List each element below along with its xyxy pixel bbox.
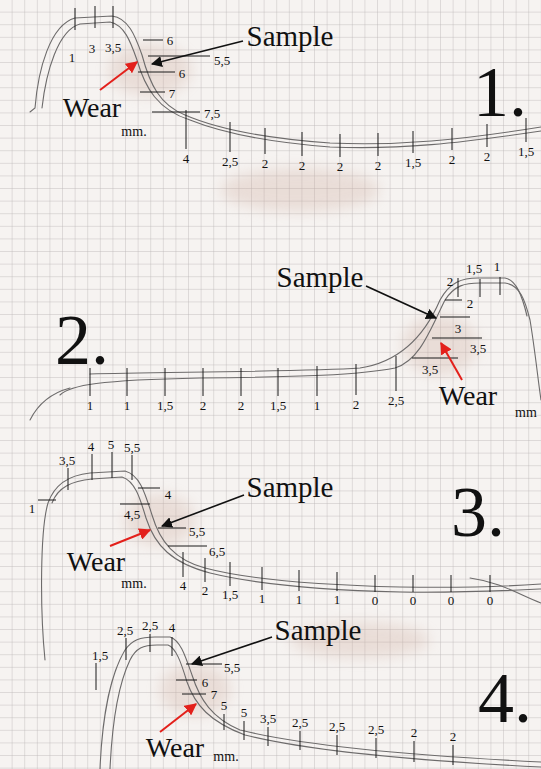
dimension-number: 6,5 [209,545,225,558]
callout-label: Sample [277,263,364,292]
dimension-number: 2,5 [329,720,345,733]
callout-label: Wear [67,548,125,576]
dimension-number: 2,5 [388,394,404,407]
panel-number: 4. [478,662,532,734]
dimension-number: 2 [238,399,245,412]
dimension-number: 0 [372,594,379,607]
dimension-number: 4,5 [124,508,140,521]
unit-label: mm [515,406,537,420]
panel-number: 3. [451,476,505,548]
dimension-number: 4 [88,440,95,453]
dimension-number: 6 [167,34,174,47]
unit-label: mm. [121,577,146,591]
dimension-number: 1,5 [518,145,534,158]
dimension-number: 5,5 [214,54,230,67]
dimension-number: 2 [202,584,209,597]
dimension-number: 2,5 [292,716,308,729]
dimension-number: 0 [410,594,417,607]
dimension-number: 2 [484,150,491,163]
dimension-number: 5 [241,706,248,719]
dimension-number: 2,5 [142,619,158,632]
dimension-number: 1 [124,399,131,412]
dimension-number: 7,5 [204,107,220,120]
dimension-number: 5 [221,699,228,712]
dimension-number: 1 [29,502,36,515]
dimension-number: 0 [448,594,455,607]
profile-curves [30,16,541,769]
dimension-number: 1,5 [92,649,108,662]
callout-label: Sample [247,22,334,51]
callout-label: Sample [247,473,334,502]
panel-number: 2. [55,304,109,376]
dimension-number: 7 [169,87,176,100]
dimension-number: 2,5 [222,155,238,168]
dimension-number: 1,5 [466,262,482,275]
dimension-number: 3 [455,322,462,335]
dimension-number: 2,5 [368,723,384,736]
dimension-number: 1,5 [270,399,286,412]
dimension-number: 1 [69,51,76,64]
dimension-number: 3,5 [470,342,486,355]
dimension-number: 3,5 [260,712,276,725]
panel-number: 1. [473,56,527,128]
dimension-number: 2 [262,157,269,170]
dimension-number: 1 [259,592,266,605]
dimension-number: 2 [447,275,454,288]
dimension-number: 5,5 [124,441,140,454]
dimension-number: 1 [314,399,321,412]
dimension-number: 6 [179,67,186,80]
dimension-number: 2 [449,153,456,166]
dimension-number: 1,5 [222,588,238,601]
dimension-number: 3,5 [59,454,75,467]
dimension-number: 5 [108,438,115,451]
dimension-number: 1 [494,260,501,273]
callout-label: Wear [63,94,121,122]
dimension-number: 2 [337,160,344,173]
dimension-number: 2 [375,159,382,172]
measure-ticks [38,6,526,765]
dimension-number: 4 [180,579,187,592]
dimension-number: 6 [202,676,209,689]
wear-arrows [100,62,462,732]
dimension-number: 2 [450,730,457,743]
dimension-number: 2 [467,297,474,310]
sample-arrows [152,41,436,664]
dimension-number: 4 [183,152,190,165]
dimension-number: 4 [165,488,172,501]
dimension-number: 2 [353,398,360,411]
dimension-number: 2,5 [117,624,133,637]
dimension-number: 3,5 [422,363,438,376]
dimension-number: 3,5 [105,41,121,54]
dimension-number: 7 [211,688,218,701]
callout-label: Wear [146,734,204,762]
dimension-number: 3 [89,42,96,55]
unit-label: mm. [213,750,238,764]
unit-label: mm. [121,125,146,139]
dimension-number: 2 [411,726,418,739]
dimension-number: 2 [299,159,306,172]
dimension-number: 1 [296,593,303,606]
dimension-number: 1,5 [405,156,421,169]
dimension-number: 4 [169,621,176,634]
dimension-number: 5,5 [189,525,205,538]
dimension-number: 2 [200,399,207,412]
dimension-number: 1 [87,399,94,412]
callout-label: Wear [439,382,497,410]
callout-label: Sample [275,616,362,645]
dimension-number: 0 [487,594,494,607]
dimension-number: 5,5 [224,661,240,674]
dimension-number: 1,5 [157,399,173,412]
dimension-number: 1 [334,593,341,606]
